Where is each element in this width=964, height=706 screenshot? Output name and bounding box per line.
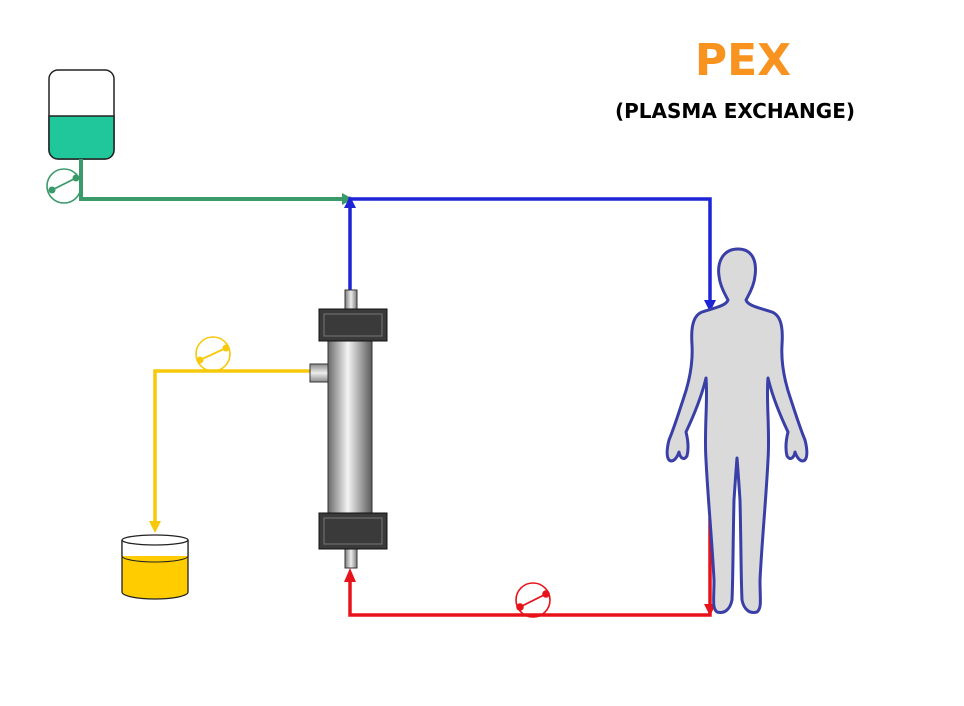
replacement-pump-icon: [46, 168, 82, 204]
page-title: PEX: [695, 35, 791, 86]
replacement-fluid-bag: [48, 69, 115, 160]
patient-figure: [665, 247, 809, 614]
plasma-filter: [309, 289, 388, 569]
title-group: PEX (PLASMA EXCHANGE): [615, 35, 855, 123]
return-line: [344, 196, 716, 312]
blood-pump-icon: [515, 582, 551, 618]
page-subtitle: (PLASMA EXCHANGE): [615, 99, 855, 123]
waste-plasma-line: [149, 369, 310, 533]
plasma-pump-icon: [195, 336, 231, 372]
waste-plasma-container: [121, 534, 189, 600]
replacement-fluid-line: [79, 159, 353, 205]
